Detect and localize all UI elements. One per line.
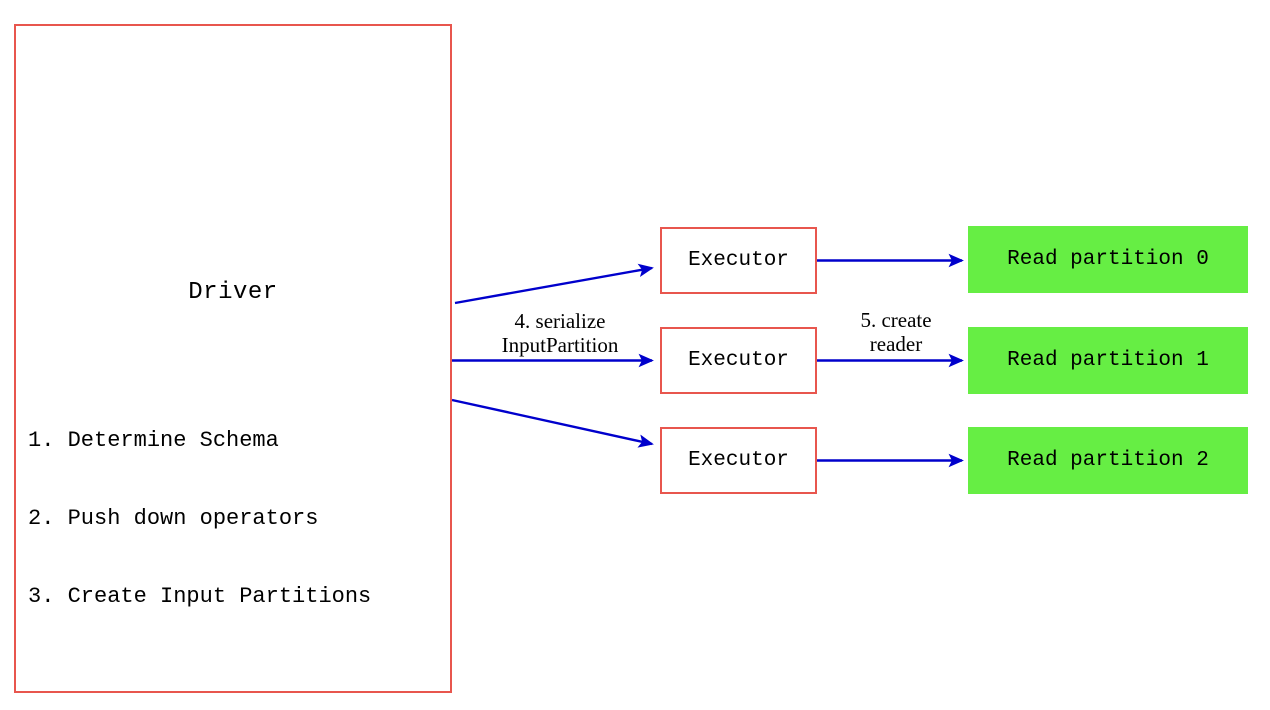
executor-box-1: Executor xyxy=(660,327,817,394)
driver-step-3: 3. Create Input Partitions xyxy=(28,584,372,609)
executor-box-0: Executor xyxy=(660,227,817,294)
partition-label-1: Read partition 1 xyxy=(1007,349,1209,372)
partition-box-1: Read partition 1 xyxy=(968,327,1248,394)
executor-label-2: Executor xyxy=(688,449,789,472)
executor-label-0: Executor xyxy=(688,249,789,272)
driver-step-1: 1. Determine Schema xyxy=(28,428,279,453)
driver-box: Driver 1. Determine Schema 2. Push down … xyxy=(14,24,452,693)
driver-steps-list: 1. Determine Schema 2. Push down operato… xyxy=(28,376,371,662)
driver-step-2: 2. Push down operators xyxy=(28,506,319,531)
partition-box-2: Read partition 2 xyxy=(968,427,1248,494)
partition-box-0: Read partition 0 xyxy=(968,226,1248,293)
executor-box-2: Executor xyxy=(660,427,817,494)
executor-label-1: Executor xyxy=(688,349,789,372)
arrow-driver-to-executor-2 xyxy=(451,398,654,448)
partition-label-0: Read partition 0 xyxy=(1007,248,1209,271)
driver-title: Driver xyxy=(188,279,278,306)
arrow-driver-to-executor-0 xyxy=(454,263,654,305)
partition-label-2: Read partition 2 xyxy=(1007,449,1209,472)
edge-label-serialize-input-partition: 4. serialize InputPartition xyxy=(501,309,619,357)
edge-label-create-reader: 5. create reader xyxy=(860,308,932,356)
